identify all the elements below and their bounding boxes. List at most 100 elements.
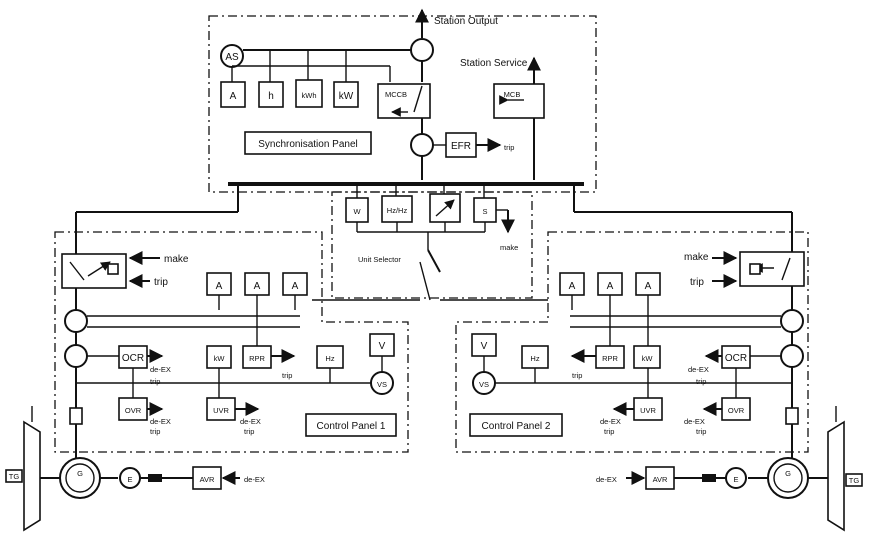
meter-kwh: [295, 79, 323, 108]
svg-text:MCB: MCB: [504, 90, 521, 99]
right-trip-label: trip: [690, 277, 704, 288]
svg-text:trip: trip: [282, 371, 292, 380]
efr-relay: [445, 132, 477, 158]
svg-text:de-EX: de-EX: [150, 365, 171, 374]
svg-text:UVR: UVR: [213, 406, 229, 415]
svg-text:Hz: Hz: [325, 354, 334, 363]
left-field-resistor: [148, 474, 162, 482]
sync-panel-label: Synchronisation Panel: [258, 139, 358, 150]
station-service-label: Station Service: [460, 58, 528, 69]
svg-text:G: G: [785, 469, 791, 478]
control-panel-2-label-box: [469, 413, 563, 437]
left-make-label: make: [164, 254, 189, 265]
svg-text:trip: trip: [150, 377, 160, 386]
svg-text:OCR: OCR: [122, 353, 144, 364]
svg-text:VS: VS: [479, 380, 489, 389]
right-make-label: make: [684, 252, 709, 263]
left-connector-icon: [69, 407, 83, 425]
control-panel-1-label: Control Panel 1: [317, 421, 386, 432]
as-label: AS: [225, 52, 239, 63]
svg-text:RPR: RPR: [249, 354, 265, 363]
svg-text:A: A: [645, 281, 652, 292]
right-avr: [645, 466, 675, 490]
svg-text:de-EX: de-EX: [244, 475, 265, 484]
svg-text:trip: trip: [504, 143, 514, 152]
meter-h: [258, 81, 284, 108]
svg-text:Hz/Hz: Hz/Hz: [387, 206, 408, 215]
right-kw-meter: [633, 345, 661, 369]
right-connector-icon: [785, 407, 799, 425]
svg-text:trip: trip: [604, 427, 614, 436]
output-ct: [410, 38, 434, 62]
svg-text:kW: kW: [214, 354, 226, 363]
unit-selector-outline: [331, 191, 533, 299]
svg-text:VS: VS: [377, 380, 387, 389]
svg-text:A: A: [230, 91, 237, 102]
svg-text:AVR: AVR: [200, 475, 215, 484]
efr-ct: [410, 133, 434, 157]
svg-text:de-EX: de-EX: [596, 475, 617, 484]
left-trip-label: trip: [154, 277, 168, 288]
center-hz-meter: [381, 195, 413, 223]
sync-panel-label-box: [244, 131, 372, 155]
svg-text:TG: TG: [9, 472, 20, 481]
svg-text:OVR: OVR: [125, 406, 142, 415]
svg-text:OVR: OVR: [728, 406, 745, 415]
sync-panel-outline: [208, 15, 597, 193]
svg-text:trip: trip: [572, 371, 582, 380]
svg-text:kWh: kWh: [302, 91, 317, 100]
svg-text:h: h: [268, 91, 274, 102]
svg-text:kW: kW: [339, 91, 354, 102]
svg-text:A: A: [216, 281, 223, 292]
svg-text:TG: TG: [849, 476, 860, 485]
left-turbine: [23, 420, 41, 532]
svg-text:de-EX: de-EX: [150, 417, 171, 426]
svg-text:G: G: [77, 469, 83, 478]
svg-text:E: E: [733, 475, 738, 484]
control-panel-2-outline: [455, 231, 809, 453]
svg-text:OCR: OCR: [725, 353, 747, 364]
svg-text:make: make: [500, 243, 518, 252]
svg-text:A: A: [569, 281, 576, 292]
svg-text:V: V: [481, 341, 488, 352]
svg-text:A: A: [607, 281, 614, 292]
svg-text:RPR: RPR: [602, 354, 618, 363]
right-ct-1: [780, 309, 804, 333]
meter-kw: [333, 81, 359, 108]
svg-text:trip: trip: [696, 427, 706, 436]
svg-text:de-EX: de-EX: [600, 417, 621, 426]
svg-text:trip: trip: [150, 427, 160, 436]
svg-text:UVR: UVR: [640, 406, 656, 415]
left-ct-1: [64, 309, 88, 333]
meter-a: [220, 81, 246, 108]
svg-text:S: S: [482, 207, 487, 216]
control-panel-2-label: Control Panel 2: [482, 421, 551, 432]
svg-text:kW: kW: [642, 354, 654, 363]
svg-text:de-EX: de-EX: [684, 417, 705, 426]
svg-text:de-EX: de-EX: [240, 417, 261, 426]
station-output-label: Station Output: [434, 16, 498, 27]
svg-text:trip: trip: [696, 377, 706, 386]
svg-text:EFR: EFR: [451, 141, 471, 152]
svg-text:Hz: Hz: [530, 354, 539, 363]
svg-text:A: A: [292, 281, 299, 292]
svg-text:V: V: [379, 341, 386, 352]
unit-selector-switch: [427, 249, 441, 273]
right-field-resistor: [702, 474, 716, 482]
left-avr: [192, 466, 222, 490]
left-ct-2: [64, 344, 88, 368]
svg-text:AVR: AVR: [653, 475, 668, 484]
svg-text:E: E: [127, 475, 132, 484]
left-tg-box: [5, 469, 23, 483]
svg-text:W: W: [353, 207, 361, 216]
control-panel-1-label-box: [305, 413, 397, 437]
control-panel-1-outline: [54, 231, 409, 453]
svg-text:de-EX: de-EX: [688, 365, 709, 374]
svg-text:MCCB: MCCB: [385, 90, 407, 99]
right-tg-box: [845, 473, 863, 487]
right-ct-2: [780, 344, 804, 368]
right-turbine: [827, 420, 845, 532]
unit-selector-label: Unit Selector: [358, 255, 401, 264]
svg-text:trip: trip: [244, 427, 254, 436]
